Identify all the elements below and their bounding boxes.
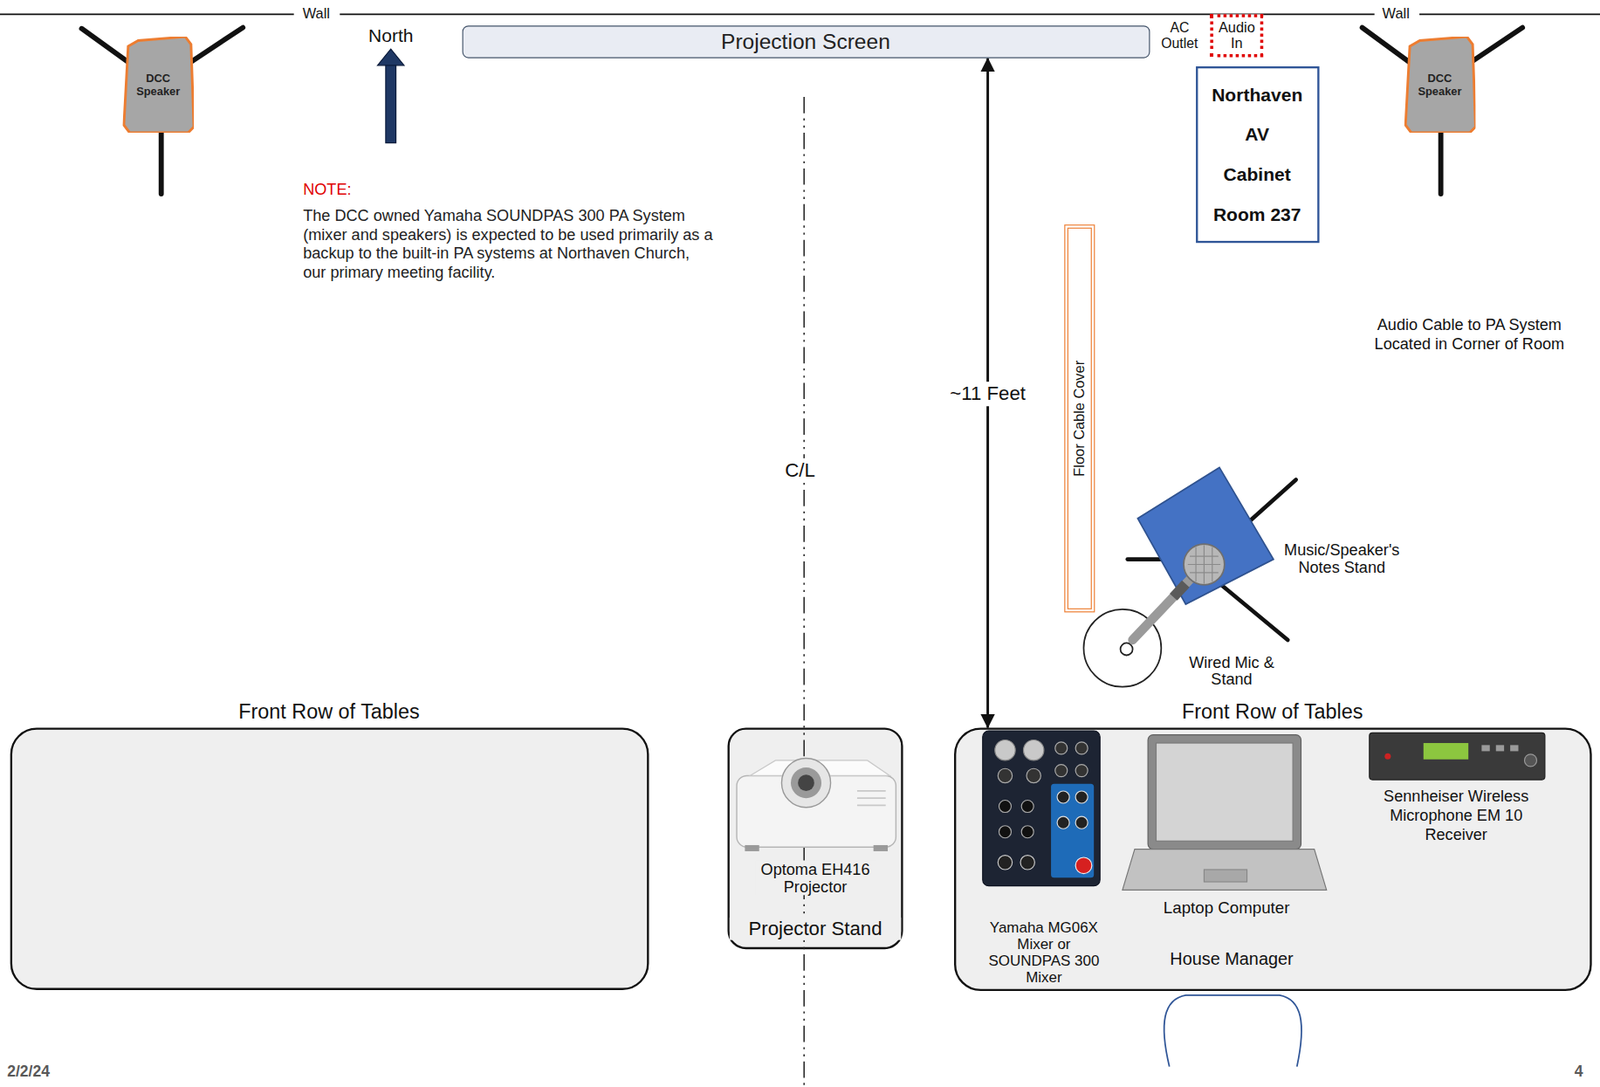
mixer-image [995,740,1016,761]
chair [1164,995,1302,1067]
mixer-image [982,730,1100,886]
wall-label: Wall [296,5,336,23]
wall-line [0,13,1600,16]
projector-label: Optoma EH416 Projector [755,859,876,895]
laptop-image [1147,734,1301,850]
page-number: 4 [1574,1062,1584,1081]
mic-stand [1120,642,1134,655]
stand-label: Projector Stand [729,917,901,941]
center-line [803,96,805,1087]
wall-line [1419,13,1600,16]
receiver-image [1481,744,1490,751]
cable-cover: Floor Cable Cover [1064,224,1095,612]
projector-image [873,844,888,852]
mixer-image [1026,768,1041,783]
mixer-image [1075,741,1088,755]
projector-image [736,758,896,852]
mixer-image [1023,740,1044,761]
table-row: Front Row of Tables [10,727,650,990]
dimension-label: ~11 Feet [946,381,1031,407]
receiver-image [1423,742,1469,760]
audio-input-box: Audio In [1209,13,1264,57]
wired-mic [1133,543,1225,640]
mixer-image [1075,790,1088,804]
chair [1164,995,1302,1067]
mixer-image [1075,816,1088,829]
cable-note: Audio Cable to PA System Located in Corn… [1357,314,1582,353]
projector-image [744,844,759,852]
laptop-label: Laptop Computer [1139,898,1314,918]
laptop-image [1203,869,1247,882]
date-label: 2/2/24 [6,1062,50,1081]
music-stand [1127,466,1297,640]
mixer-image [1075,764,1088,777]
laptop-image [1122,734,1327,891]
table-heading: Front Row of Tables [12,699,646,724]
mic-callout: Wired Mic & Stand [1178,652,1285,688]
role-label: House Manager [1145,948,1319,969]
audio-in-label: Audio In [1213,20,1261,51]
outlet-label: AC Outlet [1158,20,1202,51]
laptop-image [1122,849,1327,891]
wired-mic [1173,583,1186,598]
receiver-image [1524,754,1537,767]
note-heading: NOTE: [302,179,351,200]
projection-screen: Projection Screen [462,25,1151,58]
speaker-outline [1405,36,1476,133]
wall-label: Wall [1376,5,1415,23]
cabinet-label: Northaven AV Cabinet Room 237 [1208,75,1305,234]
north-arrow [377,48,405,66]
receiver-image [1384,753,1391,760]
projector-image [790,767,822,798]
av-cabinet: Northaven AV Cabinet Room 237 [1195,66,1319,243]
wired-mic [1133,579,1190,640]
receiver-image [1510,744,1518,751]
receiver-label: Sennheiser Wireless Microphone EM 10 Rec… [1379,785,1532,845]
speaker-box: DCC Speaker [122,36,194,133]
mixer-image [1055,741,1068,755]
note-text: The DCC owned Yamaha SOUNDPAS 300 PA Sys… [302,206,716,282]
wall-line [0,13,295,16]
receiver-image [1369,732,1546,780]
receiver-image [1369,732,1546,780]
mixer-image [1075,857,1092,874]
speaker-outline [123,36,194,133]
mixer-image [1050,783,1094,879]
speaker-label: DCC Speaker [1412,71,1468,98]
projector-image [781,758,831,808]
cable-cover-label: Floor Cable Cover [1071,360,1089,477]
mixer-image [998,825,1011,838]
mixer-image [1021,800,1034,813]
stand-callout: Music/Speaker's Notes Stand [1270,541,1414,577]
mixer-image [1020,855,1035,870]
north-arrow [385,62,397,143]
compass-label: North [360,24,422,48]
center-line [803,96,805,1087]
mixer-image [1057,790,1070,804]
speaker-box: DCC Speaker [1404,36,1477,133]
wired-mic [1183,543,1225,585]
mixer-image [998,800,1011,813]
north-arrow [377,48,405,144]
music-stand [1137,466,1273,605]
screen-label: Projection Screen [463,29,1148,55]
projector-image [857,790,886,805]
wired-mic [1187,544,1221,584]
centerline-label: C/L [779,458,821,482]
mixer-image [1021,825,1034,838]
mixer-image [1055,764,1068,777]
mixer-label: Yamaha MG06X Mixer or SOUNDPAS 300 Mixer [978,919,1110,985]
receiver-image [1496,744,1504,751]
projector-image [797,774,815,791]
mixer-image [982,730,1100,886]
mixer-image [997,768,1012,783]
mixer-image [997,855,1012,870]
table-heading: Front Row of Tables [955,699,1589,724]
mixer-image [1057,816,1070,829]
speaker-label: DCC Speaker [130,71,186,98]
laptop-image [1155,742,1293,841]
